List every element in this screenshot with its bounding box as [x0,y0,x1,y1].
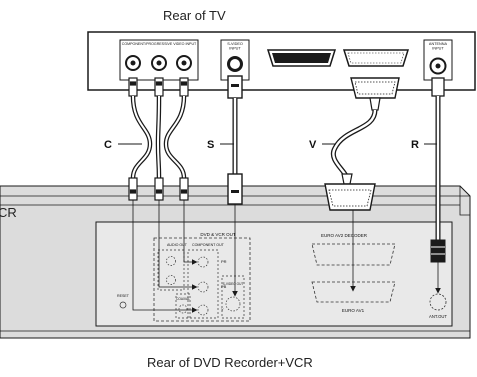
tv-scart-socket-2 [342,49,410,67]
component-out-jacks [187,249,219,319]
tv-rear-panel: COMPONENT/PROGRESSIVE VIDEO INPUT S-VIDE… [87,31,476,91]
component-out-label: COMPONENT OUT [192,243,225,247]
reset-button: RESET [117,294,130,309]
coaxial-label: COAXIAL [176,297,190,301]
euro-av1-label: EURO AV1 [342,308,365,313]
tv-svideo-label-1: S-VIDEO [227,42,243,46]
rf-cable [430,77,446,294]
tv-svideo-label-2: INPUT [229,47,241,51]
cable-label-v: V [309,139,317,151]
cable-label-r: R [411,139,419,151]
tv-component-jacks [125,55,192,71]
y-label: Y [221,307,224,312]
recorder-output-group: DVD & VCR OUT AUDIO OUT COMPONENT OUT PR… [153,232,251,322]
cable-label-c: C [104,139,112,151]
ant-out-label: ANT.OUT [429,314,447,319]
euro-av1-socket [311,281,396,303]
recorder-rear-face [95,221,453,327]
ant-out-jack: ANT.OUT [429,293,447,319]
svideo-cable [227,75,243,297]
pr-label: PR [221,259,227,264]
tv-antenna-label-2: INPUT [432,47,444,51]
euro-av2-socket [311,243,396,266]
euro-scart-group: EURO AV2 DECODER EURO AV1 [311,233,396,313]
tv-rear-caption: Rear of TV [163,8,226,23]
tv-component-input-label: COMPONENT/PROGRESSIVE VIDEO INPUT [122,42,197,46]
audio-out-label: AUDIO OUT [167,243,188,247]
cable-label-s: S [207,139,214,151]
dvd-vcr-out-label: DVD & VCR OUT [200,232,236,237]
pb-label: PB [221,284,227,289]
euro-av2-label: EURO AV2 DECODER [321,233,368,238]
tv-scart-socket-1 [266,49,337,67]
tv-antenna-label-1: ANTENNA [429,42,448,46]
recorder-rear-caption-cutoff: CR [0,205,17,220]
component-cable [128,77,198,313]
reset-label: RESET [117,294,130,298]
svideo-out-label: S-VIDEO OUT [223,282,244,286]
scart-cable [324,77,400,292]
recorder-rear-caption: Rear of DVD Recorder+VCR [147,355,313,370]
